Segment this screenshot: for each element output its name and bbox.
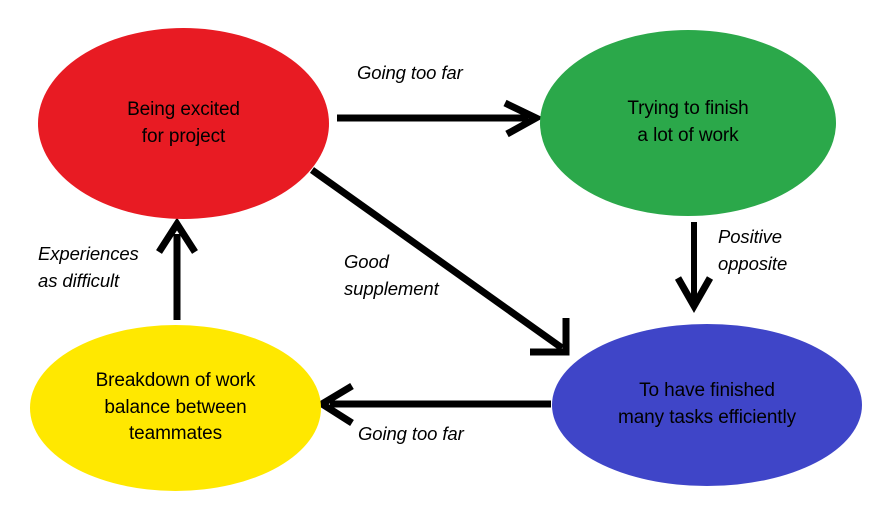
edge-red-to-green-arrowhead [503, 99, 544, 138]
node-to-have-finished[interactable]: To have finished many tasks efficiently [552, 324, 862, 486]
node-trying-to-finish[interactable]: Trying to finish a lot of work [540, 30, 836, 216]
node-breakdown-of-work-label: Breakdown of work balance between teamma… [95, 369, 256, 445]
node-being-excited[interactable]: Being excited for project [38, 28, 329, 219]
edge-yellow-to-red-arrowhead [156, 217, 198, 254]
edge-red-to-green [337, 99, 544, 138]
edge-green-to-blue-arrowhead [674, 276, 714, 314]
edge-yellow-to-red [156, 217, 198, 320]
node-breakdown-of-work[interactable]: Breakdown of work balance between teamma… [30, 325, 321, 491]
edge-green-to-blue [674, 222, 714, 314]
edge-label-red-to-blue: Good supplement [344, 251, 439, 299]
node-trying-to-finish-label: Trying to finish a lot of work [627, 98, 749, 146]
edge-label-green-to-blue: Positive opposite [718, 226, 788, 274]
edge-red-to-blue-arrowhead [530, 318, 570, 356]
edge-label-blue-to-yellow: Going too far [358, 423, 464, 444]
edge-blue-to-yellow-arrowhead [315, 382, 354, 426]
node-to-have-finished-label: To have finished many tasks efficiently [617, 380, 797, 428]
edge-label-yellow-to-red: Experiences as difficult [38, 243, 139, 291]
edge-blue-to-yellow [315, 382, 551, 426]
node-being-excited-label: Being excited for project [127, 98, 240, 147]
edge-label-red-to-green: Going too far [357, 62, 463, 83]
